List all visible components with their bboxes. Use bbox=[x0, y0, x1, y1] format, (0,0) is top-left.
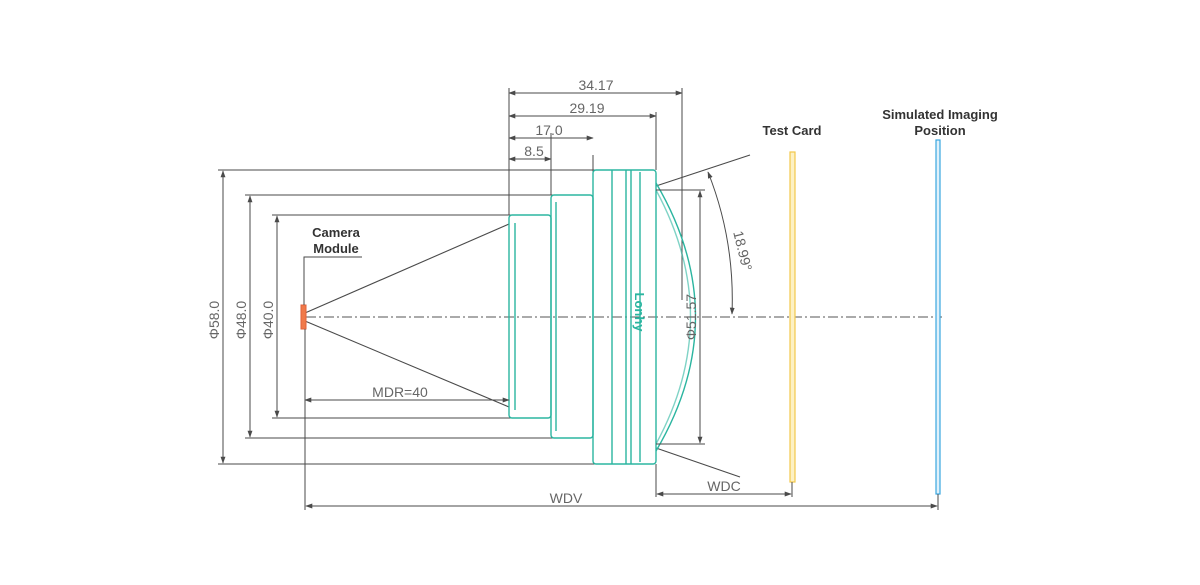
front-lens-element bbox=[655, 182, 697, 452]
camera-module: Camera Module bbox=[300, 225, 362, 330]
dimension-40: Φ40.0 bbox=[260, 301, 276, 340]
wdv-label: WDV bbox=[550, 490, 583, 506]
mdr-dimension: MDR=40 bbox=[304, 384, 510, 403]
camera-module-label-line2: Module bbox=[313, 241, 359, 256]
wdv-dimension: WDV bbox=[304, 329, 939, 510]
wdc-label: WDC bbox=[707, 478, 740, 494]
simulated-imaging-label-line1: Simulated Imaging bbox=[882, 107, 998, 122]
angle-arc bbox=[707, 171, 735, 315]
lens-body: Lonhy bbox=[508, 169, 697, 465]
simulated-imaging-position: Simulated Imaging Position bbox=[882, 107, 998, 495]
front-diameter-dimension: Φ51.57 bbox=[656, 189, 705, 445]
angle-dimension: 18.99° bbox=[707, 171, 756, 315]
dimension-29-19: 29.19 bbox=[569, 100, 604, 116]
dimension-17-0: 17.0 bbox=[535, 122, 562, 138]
camera-sensor bbox=[300, 304, 307, 330]
dimension-48: Φ48.0 bbox=[233, 301, 249, 340]
simulated-imaging-label-line2: Position bbox=[914, 123, 965, 138]
wdc-dimension: WDC bbox=[655, 464, 793, 497]
dimension-8-5: 8.5 bbox=[524, 143, 544, 159]
test-card-label: Test Card bbox=[763, 123, 822, 138]
front-lens-housing bbox=[592, 169, 657, 465]
mdr-label: MDR=40 bbox=[372, 384, 428, 400]
dimension-34-17: 34.17 bbox=[578, 77, 613, 93]
test-card-plate bbox=[789, 151, 796, 483]
imaging-plane bbox=[935, 139, 941, 495]
left-dimensions: Φ58.0 Φ48.0 Φ40.0 bbox=[206, 169, 598, 465]
angle-label: 18.99° bbox=[730, 229, 755, 272]
brand-logo: Lonhy bbox=[632, 293, 647, 333]
test-card: Test Card bbox=[763, 123, 822, 483]
dimension-58: Φ58.0 bbox=[206, 301, 222, 340]
top-dimensions: 34.17 29.19 17.0 8.5 bbox=[508, 77, 683, 300]
dimension-51-57: Φ51.57 bbox=[683, 294, 699, 340]
field-rays bbox=[304, 154, 751, 478]
camera-module-label-line1: Camera bbox=[312, 225, 360, 240]
